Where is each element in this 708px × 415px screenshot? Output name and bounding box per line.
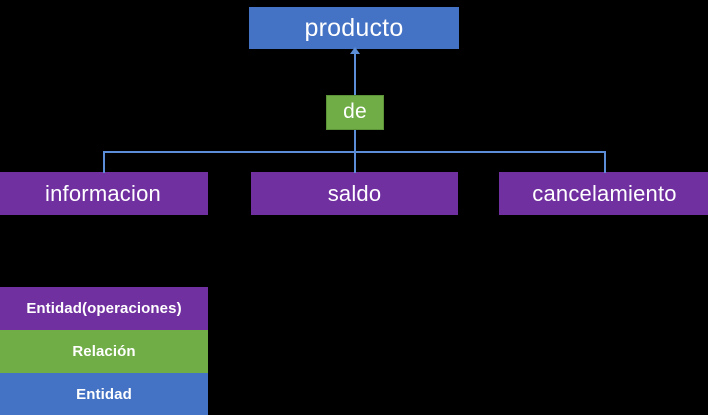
arrow-up-icon [350,47,360,54]
legend: Entidad(operaciones) Relación Entidad [0,287,208,415]
connector-producto-de [354,52,356,102]
node-producto[interactable]: producto [249,7,459,49]
connector-drop-saldo [354,151,356,173]
node-saldo[interactable]: saldo [251,172,458,215]
node-de[interactable]: de [326,95,384,130]
node-cancelamiento[interactable]: cancelamiento [499,172,708,215]
connector-de-bus [354,124,356,153]
legend-item-relacion: Relación [0,330,208,373]
node-informacion[interactable]: informacion [0,172,208,215]
legend-item-entidad-operaciones: Entidad(operaciones) [0,287,208,330]
connector-drop-informacion [103,151,105,173]
legend-item-entidad: Entidad [0,373,208,415]
connector-drop-cancelamiento [604,151,606,173]
